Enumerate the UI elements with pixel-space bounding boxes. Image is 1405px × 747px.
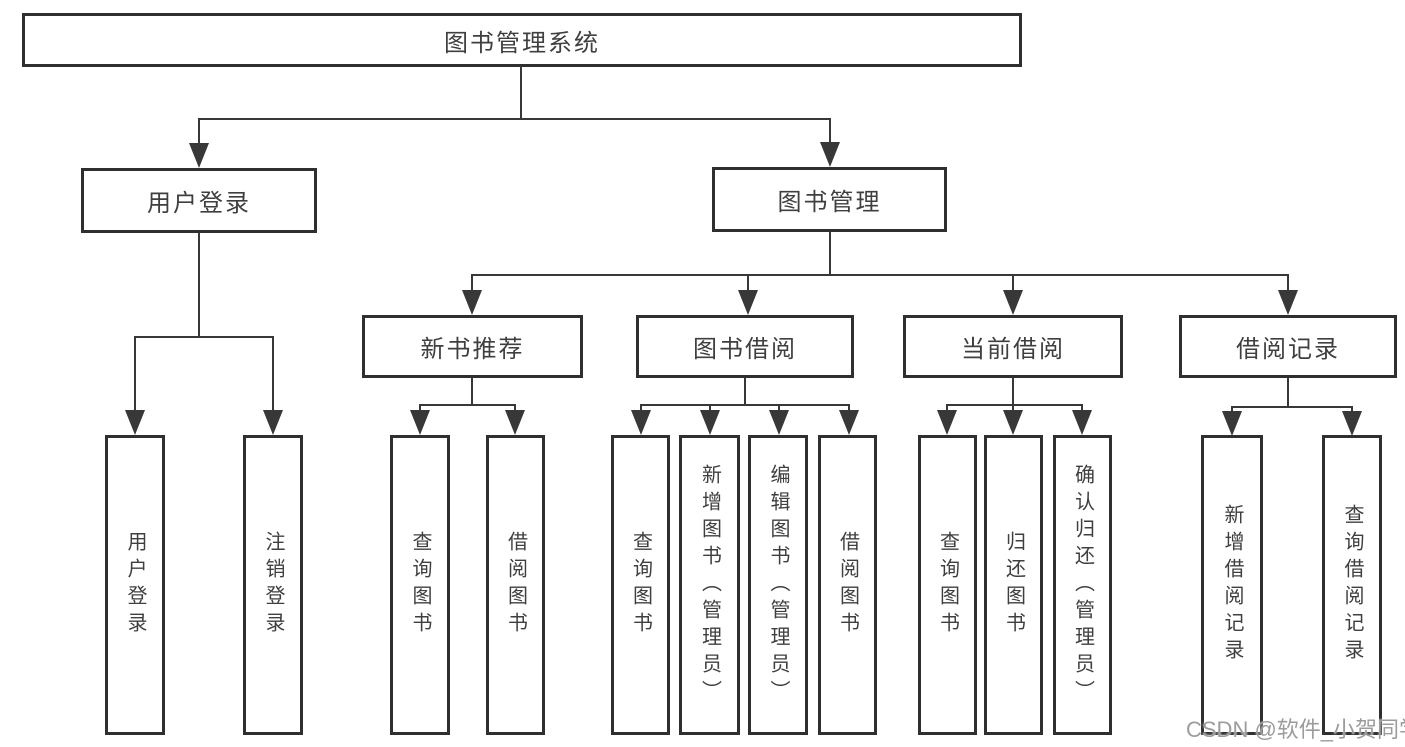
node-borrow-record: 借阅记录 — [1179, 315, 1397, 378]
leaf-label: 借阅图书 — [504, 531, 527, 639]
node-book-management: 图书管理 — [712, 167, 947, 232]
leaf-return-book: 归还图书 — [984, 435, 1043, 735]
leaf-logout: 注销登录 — [243, 435, 303, 735]
csdn-watermark: CSDN @软件_小贺同学 — [1186, 717, 1405, 742]
connector-drop — [946, 404, 948, 414]
node-book-borrow: 图书借阅 — [636, 315, 854, 378]
leaf-query-borrow-record: 查询借阅记录 — [1322, 435, 1382, 735]
connector-drop — [848, 404, 850, 414]
leaf-label: 归还图书 — [1002, 531, 1025, 639]
connector-drop — [514, 404, 516, 414]
node-library-system: 图书管理系统 — [22, 13, 1022, 67]
arrowhead — [189, 143, 209, 168]
leaf-query-book-current: 查询图书 — [918, 435, 977, 735]
connector-stem — [471, 378, 473, 406]
connector-branch — [471, 274, 1289, 276]
node-label: 用户登录 — [147, 190, 251, 217]
connector-branch — [134, 336, 274, 338]
leaf-query-book-recommend: 查询图书 — [390, 435, 450, 735]
connector-drop — [272, 336, 274, 413]
arrowhead — [631, 410, 651, 435]
leaf-borrow-book-recommend: 借阅图书 — [486, 435, 545, 735]
leaf-borrow-book: 借阅图书 — [818, 435, 877, 735]
leaf-label: 借阅图书 — [836, 531, 859, 639]
arrowhead — [263, 410, 283, 435]
connector-drop — [134, 336, 136, 413]
arrowhead — [1278, 290, 1298, 315]
leaf-add-book-admin: 新增图书（管理员） — [679, 435, 740, 735]
node-label: 新书推荐 — [420, 336, 525, 363]
arrowhead — [1003, 290, 1023, 315]
connector-drop — [198, 118, 200, 146]
arrowhead — [820, 142, 840, 167]
arrowhead — [937, 410, 957, 435]
connector-stem — [198, 233, 200, 338]
connector-drop — [1287, 274, 1289, 294]
connector-stem — [1012, 378, 1014, 406]
connector-drop — [1081, 404, 1083, 414]
arrowhead — [738, 290, 758, 315]
arrowhead — [839, 410, 859, 435]
connector-drop — [747, 274, 749, 294]
leaf-label: 查询图书 — [629, 531, 652, 639]
connector-drop — [419, 404, 421, 414]
leaf-label: 查询借阅记录 — [1341, 504, 1363, 666]
connector-drop — [1351, 406, 1353, 414]
connector-root-stem — [520, 66, 522, 119]
leaf-label: 注销登录 — [262, 531, 284, 639]
connector-drop — [1231, 406, 1233, 414]
leaf-label: 编辑图书（管理员） — [767, 463, 789, 707]
arrowhead — [1222, 411, 1242, 436]
arrowhead — [462, 290, 482, 315]
connector-stem — [744, 378, 746, 406]
arrowhead — [769, 410, 789, 435]
connector-branch — [419, 404, 516, 406]
connector-branch — [1231, 406, 1353, 408]
connector-branch — [640, 404, 850, 406]
arrowhead — [125, 410, 145, 435]
leaf-label: 用户登录 — [124, 531, 146, 639]
node-new-book-recommend: 新书推荐 — [362, 315, 583, 378]
connector-drop — [471, 274, 473, 294]
leaf-confirm-return-admin: 确认归还（管理员） — [1053, 435, 1112, 735]
leaf-label: 确认归还（管理员） — [1071, 463, 1094, 707]
connector-drop — [829, 118, 831, 146]
connector-drop — [709, 404, 711, 414]
node-user-login: 用户登录 — [81, 168, 317, 233]
connector-stem — [829, 232, 831, 275]
arrowhead — [410, 410, 430, 435]
leaf-add-borrow-record: 新增借阅记录 — [1201, 435, 1263, 735]
node-label: 借阅记录 — [1236, 336, 1340, 363]
node-current-borrow: 当前借阅 — [903, 315, 1123, 378]
leaf-query-book-borrow: 查询图书 — [611, 435, 670, 735]
leaf-user-login: 用户登录 — [105, 435, 165, 735]
node-label: 图书管理系统 — [444, 29, 600, 57]
connector-drop — [1012, 274, 1014, 294]
connector-stem — [1287, 378, 1289, 408]
leaf-edit-book-admin: 编辑图书（管理员） — [748, 435, 808, 735]
connector-drop — [1012, 404, 1014, 414]
node-label: 图书借阅 — [693, 336, 797, 363]
arrowhead — [505, 410, 525, 435]
node-label: 当前借阅 — [961, 336, 1065, 363]
connector-root-branch — [198, 118, 831, 120]
arrowhead — [1072, 410, 1092, 435]
connector-drop — [640, 404, 642, 414]
connector-branch — [946, 404, 1083, 406]
arrowhead — [1342, 411, 1362, 436]
leaf-label: 查询图书 — [936, 531, 959, 639]
arrowhead — [700, 410, 720, 435]
node-label: 图书管理 — [777, 189, 882, 216]
leaf-label: 新增图书（管理员） — [698, 463, 721, 707]
connector-drop — [778, 404, 780, 414]
leaf-label: 查询图书 — [409, 531, 431, 639]
leaf-label: 新增借阅记录 — [1221, 504, 1243, 666]
arrowhead — [1003, 410, 1023, 435]
